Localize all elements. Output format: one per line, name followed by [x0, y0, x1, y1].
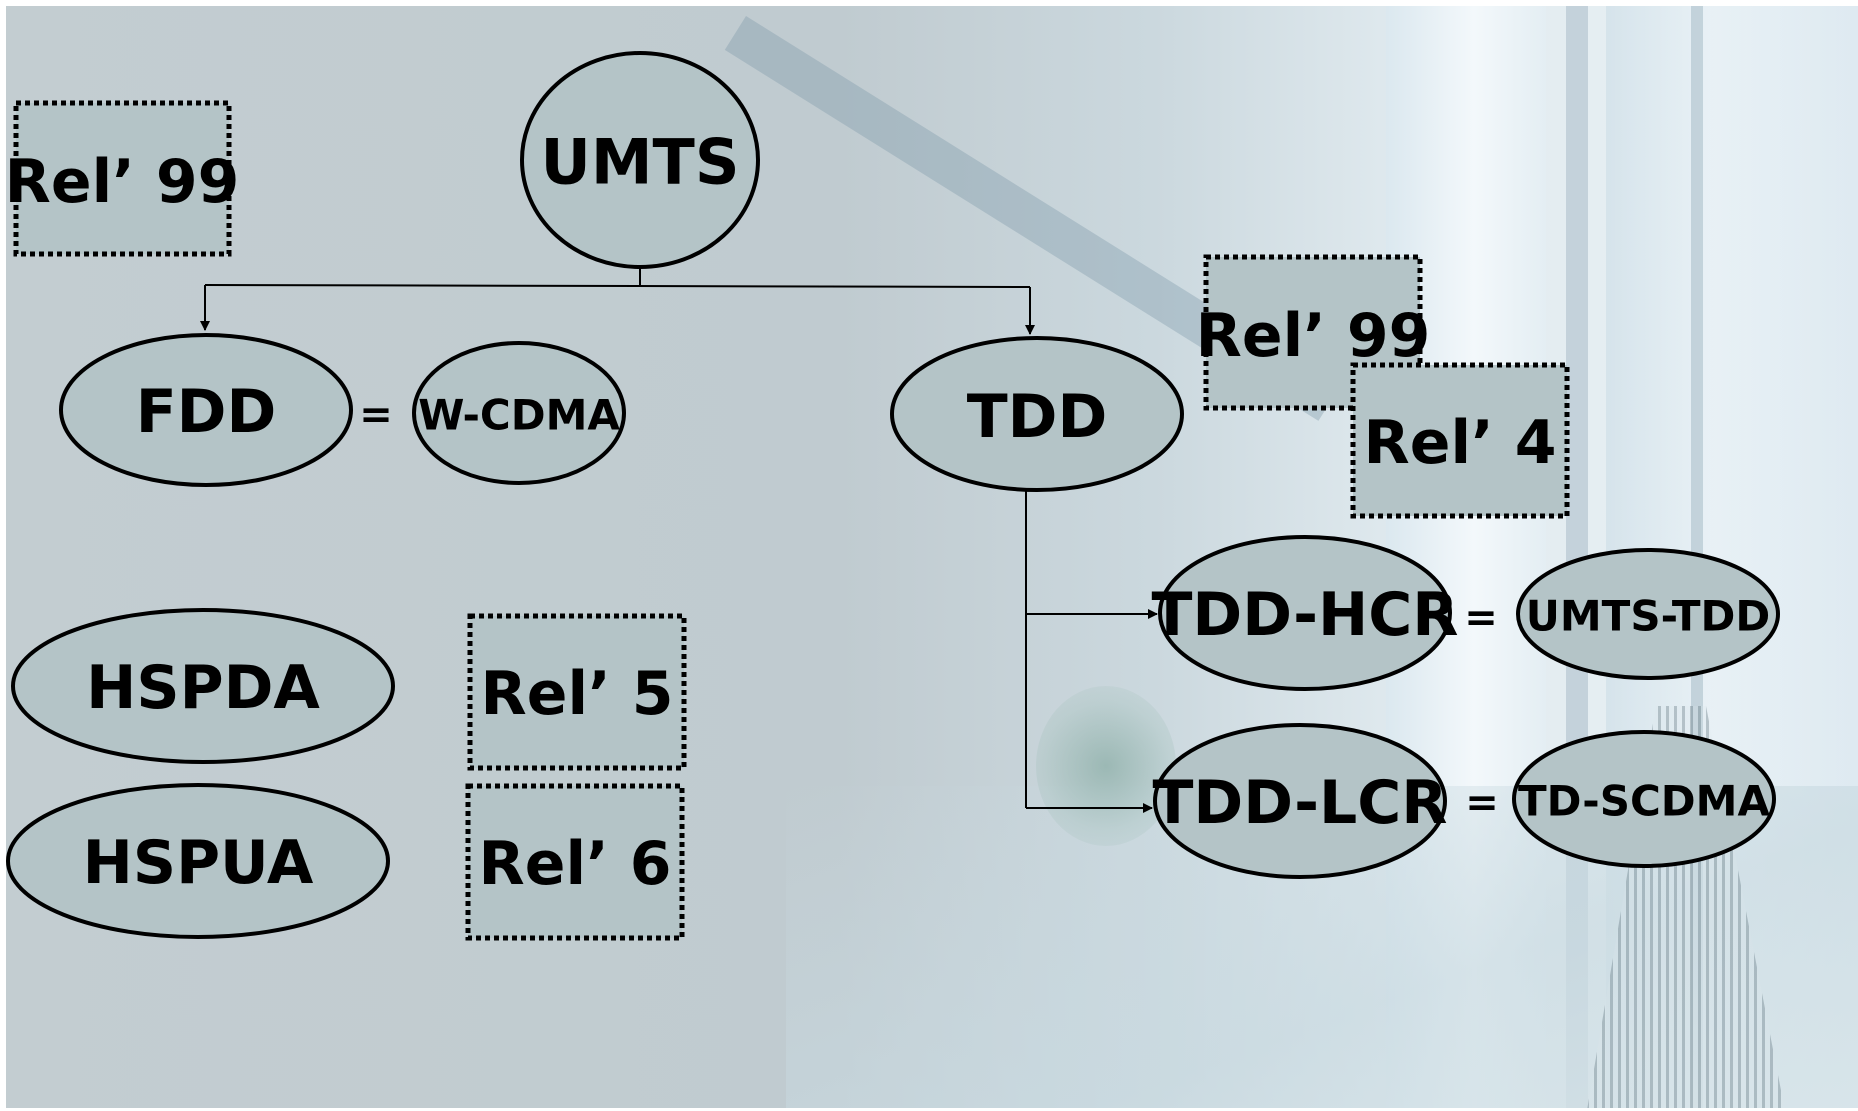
node-tdd-lcr: TDD-LCR — [1152, 723, 1448, 879]
node-w-cdma: W-CDMA — [412, 341, 626, 485]
release-label: Rel’ 5 — [481, 659, 674, 729]
release-label: Rel’ 99 — [5, 147, 240, 217]
node-hspua: HSPUA — [6, 783, 390, 939]
node-tdd: TDD — [890, 336, 1184, 492]
release-label: Rel’ 6 — [479, 829, 672, 899]
release-label: Rel’ 99 — [1196, 301, 1431, 371]
node-label: HSPUA — [83, 828, 314, 898]
node-label: TD-SCDMA — [1518, 777, 1770, 826]
equals-sign: = — [1464, 595, 1498, 641]
release-box-rel6: Rel’ 6 — [465, 783, 685, 941]
release-box-rel99-fdd: Rel’ 99 — [5, 100, 240, 257]
node-label: FDD — [136, 377, 277, 447]
node-umts: UMTS — [520, 51, 760, 269]
node-td-scdma: TD-SCDMA — [1512, 730, 1776, 868]
equals-sign: = — [359, 392, 393, 438]
node-label: TDD-HCR — [1151, 580, 1458, 650]
release-box-rel5: Rel’ 5 — [467, 613, 687, 771]
connectors — [200, 265, 1158, 813]
node-label: W-CDMA — [418, 391, 620, 440]
release-box-rel99-tdd: Rel’ 99 — [1196, 254, 1431, 411]
equals-sign: = — [1465, 780, 1499, 826]
node-label: UMTS-TDD — [1526, 592, 1770, 641]
release-label: Rel’ 4 — [1364, 408, 1557, 478]
node-tdd-hcr: TDD-HCR — [1151, 535, 1459, 691]
node-umts-tdd: UMTS-TDD — [1516, 548, 1780, 680]
background-tree — [1036, 686, 1176, 846]
node-label: HSPDA — [86, 653, 320, 723]
node-label: UMTS — [541, 126, 740, 199]
node-fdd: FDD — [59, 333, 353, 487]
node-hspda: HSPDA — [11, 608, 395, 764]
node-label: TDD — [967, 382, 1108, 452]
node-label: TDD-LCR — [1152, 768, 1447, 838]
release-box-rel4: Rel’ 4 — [1350, 362, 1570, 519]
root-branch-line — [204, 284, 1031, 288]
